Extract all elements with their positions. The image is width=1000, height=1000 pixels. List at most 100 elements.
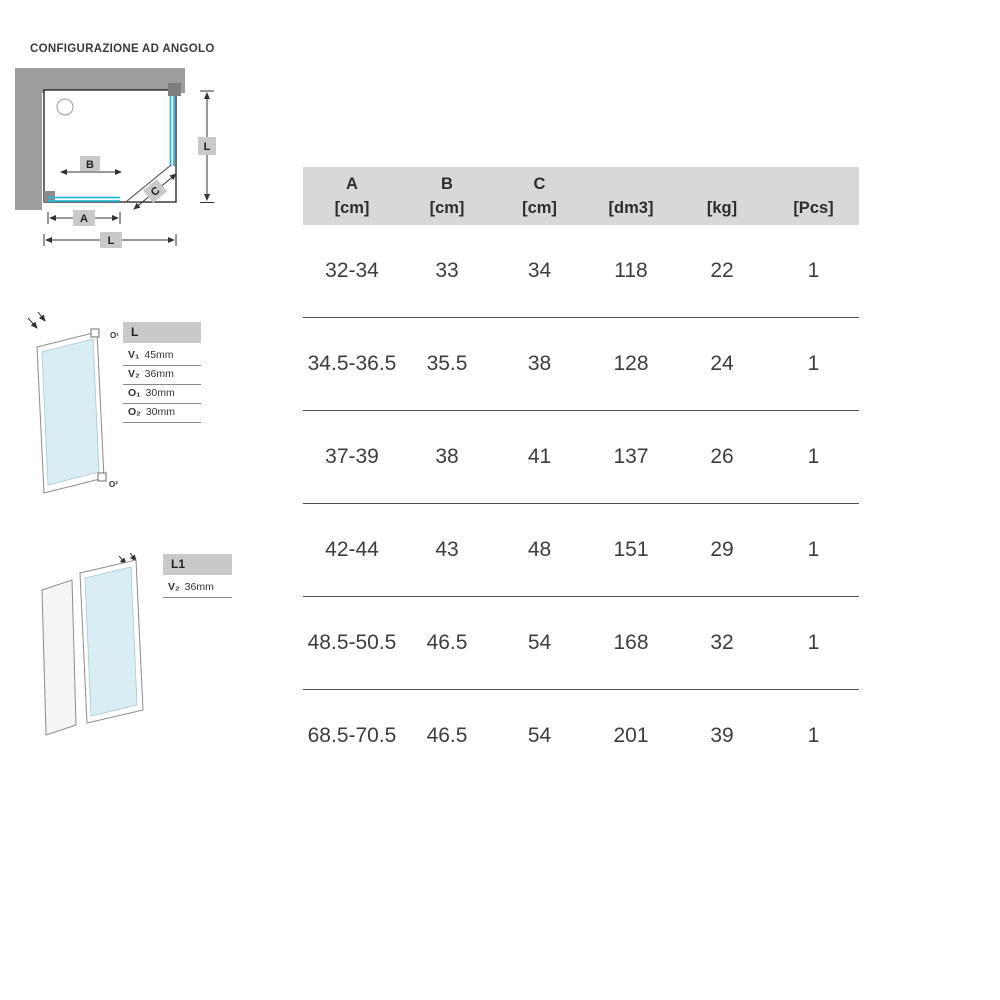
table-cell: 46.5: [426, 631, 468, 654]
table-cell: 32-34: [325, 259, 379, 282]
panel-l-specs: L V₁ 45mm V₂ 36mm O₁ 30mm O₂ 30mm: [123, 322, 201, 423]
table-cell: 43: [435, 538, 459, 561]
col-unit: [dm3]: [608, 199, 654, 217]
col-unit: [cm]: [334, 199, 370, 217]
dimensions-table: A [cm] B [cm] C [cm] [dm3] [kg] [Pcs]: [303, 167, 859, 782]
spec-label: V₁: [128, 349, 140, 361]
table-cell: 32: [710, 631, 734, 654]
col-letter: B: [441, 175, 453, 193]
panel-l1-specs: L1 V₂ 36mm: [163, 554, 232, 598]
col-unit: [Pcs]: [793, 199, 834, 217]
dim-label-b: B: [80, 156, 100, 171]
table-cell: 151: [613, 538, 649, 561]
table-cell: 1: [807, 538, 820, 561]
spec-value: 30mm: [145, 406, 176, 418]
wall-left: [15, 68, 42, 210]
table-cell: 48: [527, 538, 552, 561]
col-header-kg: [kg]: [676, 167, 768, 225]
table-cell: 137: [613, 445, 649, 468]
v-arrow: [37, 311, 46, 322]
col-unit: [cm]: [522, 199, 557, 217]
panel-l-title: L: [123, 322, 201, 343]
wall-profile-top-right: [168, 83, 181, 96]
side-panel: [41, 579, 77, 736]
dim-label-a: A: [73, 210, 95, 226]
profile-o2: [97, 472, 107, 482]
dim-label-l-right: L: [198, 137, 216, 155]
table-cell: 34.5-36.5: [307, 352, 397, 375]
panel-l1-diagram: [41, 553, 144, 736]
panel-l-diagram: O¹ O²: [27, 311, 119, 494]
table-cell: 168: [613, 631, 649, 654]
col-unit: [cm]: [429, 199, 465, 217]
panel-glass: [84, 566, 138, 717]
svg-text:L: L: [204, 141, 211, 153]
table-cell: 1: [807, 724, 820, 747]
mark-o2: O²: [109, 480, 118, 489]
col-header-pcs: [Pcs]: [768, 167, 859, 225]
table-cell: 41: [527, 445, 552, 468]
dim-label-l-bottom: L: [100, 232, 122, 248]
mark-o1: O¹: [110, 331, 119, 340]
spec-row: O₁ 30mm: [123, 385, 201, 404]
table-cell: 48.5-50.5: [307, 631, 397, 654]
table-row: 68.5-70.5 46.5 54 201 39 1: [303, 690, 859, 782]
table-cell: 128: [613, 352, 649, 375]
table-cell: 1: [807, 445, 820, 468]
table-cell: 33: [435, 259, 459, 282]
spec-row: V₁ 45mm: [123, 347, 201, 366]
col-header-b: B [cm]: [401, 167, 493, 225]
table-cell: 54: [527, 631, 552, 654]
table-cell: 37-39: [325, 445, 379, 468]
table-cell: 26: [710, 445, 734, 468]
page-title: CONFIGURAZIONE AD ANGOLO: [30, 43, 215, 55]
table-cell: 29: [710, 538, 734, 561]
table-cell: 24: [710, 352, 734, 375]
panel-glass: [41, 338, 100, 486]
table-cell: 38: [435, 445, 459, 468]
table-cell: 1: [807, 352, 820, 375]
wall-top: [15, 68, 185, 93]
spec-value: 36mm: [144, 368, 174, 380]
col-header-c: C [cm]: [493, 167, 586, 225]
table-cell: 46.5: [426, 724, 468, 747]
table-cell: 42-44: [325, 538, 379, 561]
table-cell: 1: [807, 631, 820, 654]
spec-label: O₂: [128, 406, 141, 418]
spec-value: 45mm: [144, 349, 174, 361]
table-row: 48.5-50.5 46.5 54 168 32 1: [303, 597, 859, 690]
spec-label: O₁: [128, 387, 141, 399]
table-cell: 38: [527, 352, 552, 375]
table-cell: 118: [614, 259, 648, 282]
table-cell: 68.5-70.5: [307, 724, 397, 747]
table-cell: 22: [710, 259, 734, 282]
table-cell: 54: [527, 724, 552, 747]
svg-text:A: A: [80, 213, 88, 225]
table-cell: 35.5: [426, 352, 468, 375]
spec-label: V₂: [128, 368, 140, 380]
drain-icon: [56, 98, 74, 116]
col-header-dm3: [dm3]: [586, 167, 676, 225]
svg-text:B: B: [86, 159, 94, 171]
table-row: 34.5-36.5 35.5 38 128 24 1: [303, 318, 859, 411]
corner-configuration-diagram: C L B A L: [15, 68, 216, 248]
panel-l1-title: L1: [163, 554, 232, 575]
glass-panels: [48, 96, 175, 202]
table-cell: 201: [613, 724, 649, 747]
spec-row: V₂ 36mm: [163, 579, 232, 598]
wall-profile-bottom-left: [44, 191, 55, 202]
table-cell: 39: [710, 724, 734, 747]
col-header-a: A [cm]: [303, 167, 401, 225]
v-arrow: [27, 317, 38, 329]
spec-label: V₂: [168, 581, 180, 593]
table-cell: 1: [807, 259, 820, 282]
col-letter: C: [533, 175, 546, 193]
col-letter: A: [346, 175, 358, 193]
table-header: A [cm] B [cm] C [cm] [dm3] [kg] [Pcs]: [303, 167, 859, 225]
spec-row: V₂ 36mm: [123, 366, 201, 385]
spec-value: 36mm: [184, 581, 214, 593]
spec-value: 30mm: [145, 387, 175, 399]
table-row: 32-34 33 34 118 22 1: [303, 225, 859, 318]
col-unit: [kg]: [706, 199, 738, 217]
